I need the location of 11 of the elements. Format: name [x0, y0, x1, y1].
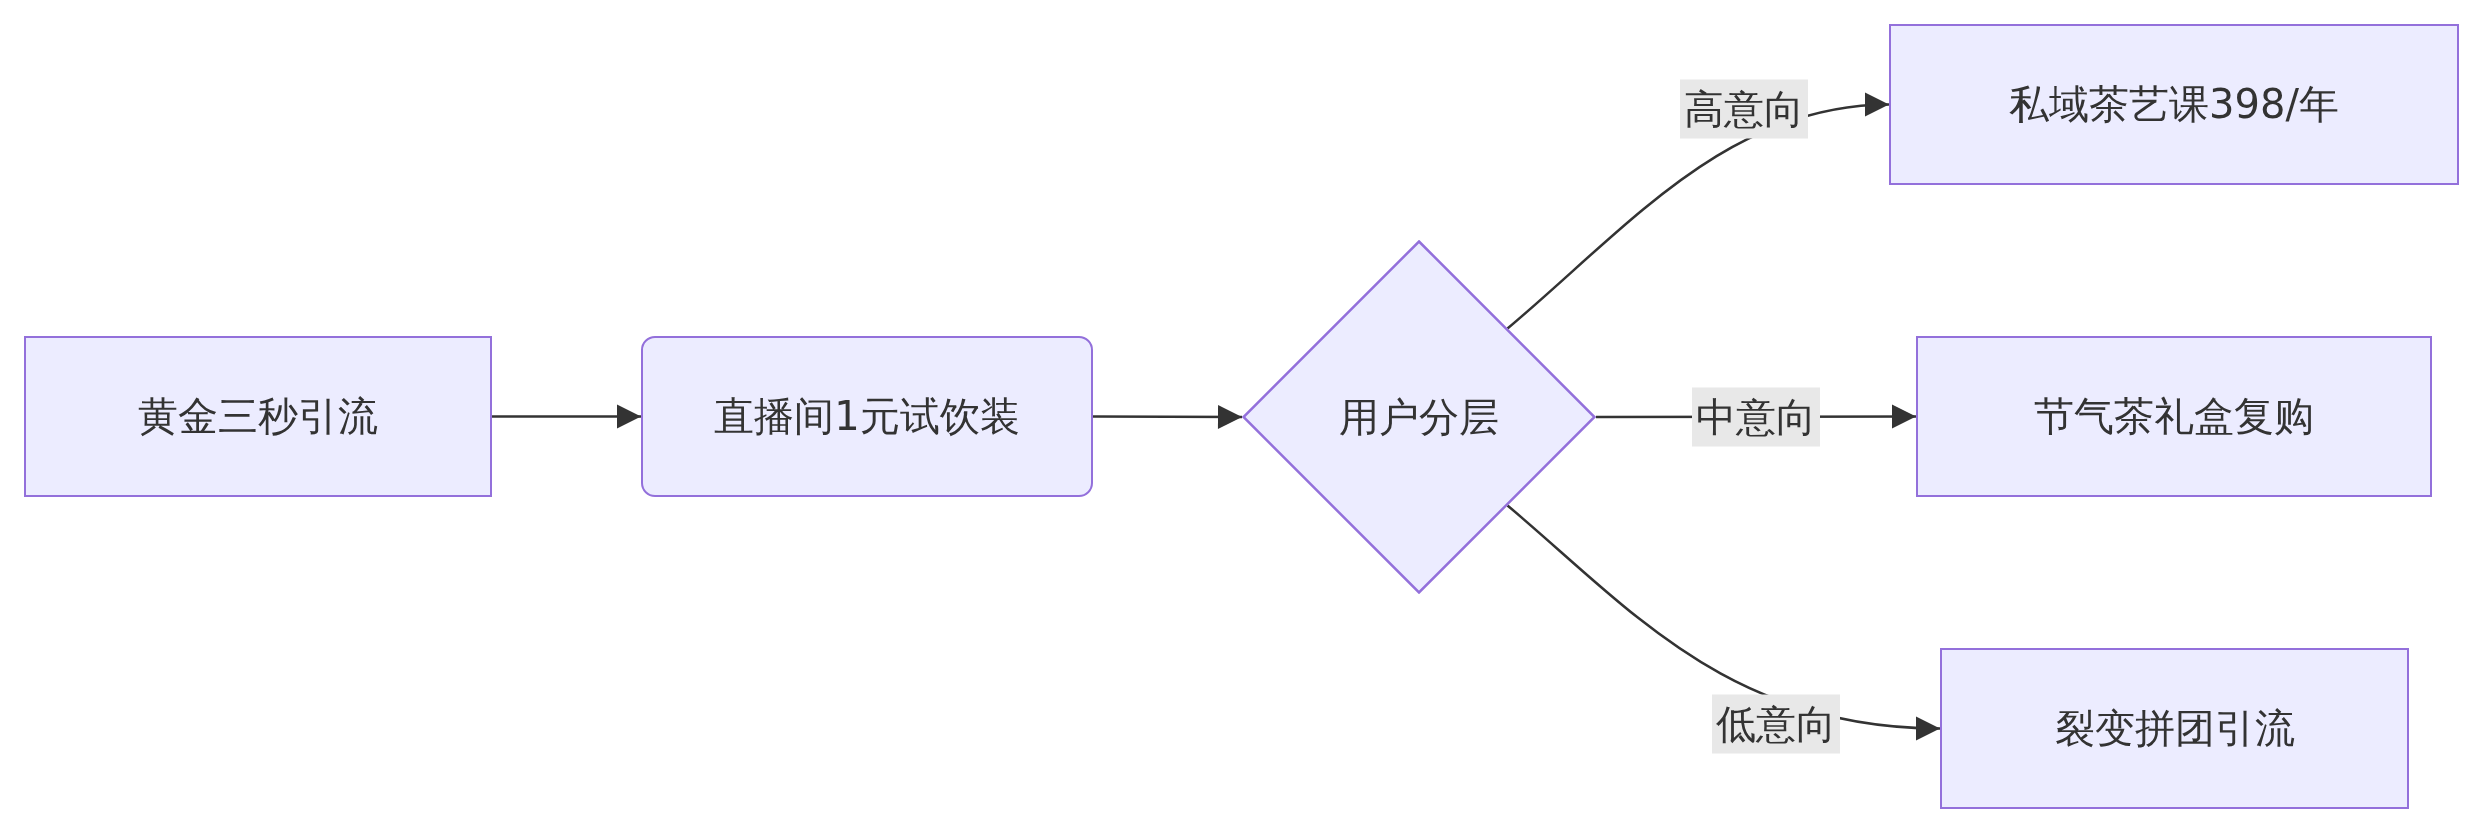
process-box: 直播间1元试饮装: [641, 336, 1093, 497]
arrow: [492, 404, 641, 429]
decision-diamond: 用户分层: [1242, 240, 1596, 594]
process-box: 裂变拼团引流: [1940, 648, 2409, 809]
arrow: [1093, 404, 1242, 429]
edge-label: 高意向: [1680, 79, 1808, 139]
process-box: 私域茶艺课398/年: [1889, 24, 2459, 185]
process-box: 黄金三秒引流: [24, 336, 492, 497]
edge-label: 低意向: [1711, 694, 1840, 754]
process-box: 节气茶礼盒复购: [1916, 336, 2432, 497]
edge-label: 中意向: [1692, 387, 1820, 447]
